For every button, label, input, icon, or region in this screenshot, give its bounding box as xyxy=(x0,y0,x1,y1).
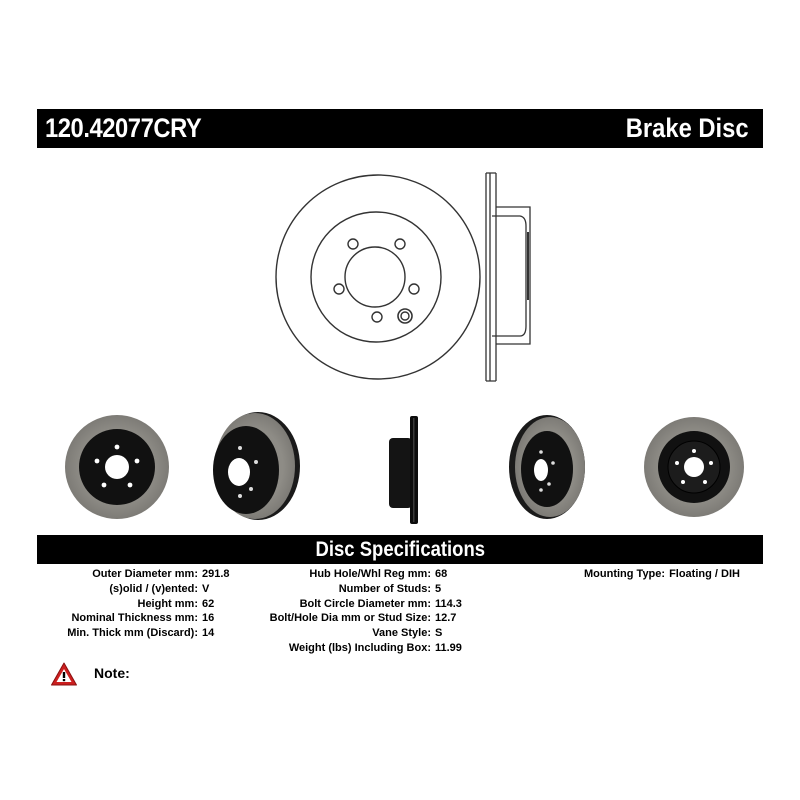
spec-label: Weight (lbs) Including Box: xyxy=(288,641,431,654)
spec-row: Vane Style: S xyxy=(240,626,462,641)
spec-row: Nominal Thickness mm: 16 xyxy=(0,611,230,626)
spec-row: Bolt/Hole Dia mm or Stud Size: 12.7 xyxy=(240,611,462,626)
spec-label: Vane Style: xyxy=(372,627,431,640)
product-type: Brake Disc xyxy=(626,113,749,143)
spec-label: Nominal Thickness mm: xyxy=(71,612,198,625)
spec-row: Number of Studs: 5 xyxy=(240,582,462,597)
specifications-header: Disc Specifications xyxy=(37,535,763,564)
spec-label: Hub Hole/Whl Reg mm: xyxy=(309,568,431,580)
stud-hole-icons xyxy=(333,238,420,323)
spec-label: Mounting Type: xyxy=(584,568,666,580)
spec-label: Bolt/Hole Dia mm or Stud Size: xyxy=(269,612,431,625)
spec-row: (s)olid / (v)ented: V xyxy=(0,582,230,597)
locating-screw-icon xyxy=(397,308,413,324)
spec-value: 12.7 xyxy=(435,612,457,625)
photo-angled-front-view xyxy=(509,415,585,519)
spec-value: 291.8 xyxy=(202,568,230,580)
spec-label: Height mm: xyxy=(137,597,199,610)
spec-row: Hub Hole/Whl Reg mm: 68 xyxy=(240,567,462,582)
spec-label: Outer Diameter mm: xyxy=(92,568,198,580)
spec-label: (s)olid / (v)ented: xyxy=(109,582,198,595)
spec-value: 5 xyxy=(435,582,442,595)
spec-value: Floating / DIH xyxy=(669,568,740,580)
spec-label: Min. Thick mm (Discard): xyxy=(67,627,198,640)
spec-value: 68 xyxy=(435,568,448,580)
spec-column-3: Mounting Type:Floating / DIH xyxy=(584,567,740,582)
specifications-title: Disc Specifications xyxy=(315,538,485,561)
spec-column-1: Outer Diameter mm: 291.8 (s)olid / (v)ent… xyxy=(0,567,230,641)
spec-value: S xyxy=(435,627,443,640)
spec-row: Min. Thick mm (Discard): 14 xyxy=(0,626,230,641)
note-label: Note: xyxy=(94,665,130,681)
photo-side-view xyxy=(389,416,418,524)
spec-row: Mounting Type:Floating / DIH xyxy=(584,567,740,582)
photo-rear-view xyxy=(644,417,744,517)
front-view-drawing xyxy=(275,174,481,380)
spec-value: 62 xyxy=(202,597,215,610)
spec-label: Bolt Circle Diameter mm: xyxy=(299,597,431,610)
spec-row: Bolt Circle Diameter mm: 114.3 xyxy=(240,597,462,612)
spec-row: Height mm:62 xyxy=(0,597,230,612)
spec-value: 11.99 xyxy=(435,641,462,654)
photo-front-view xyxy=(65,415,169,519)
spec-value: 14 xyxy=(202,627,215,640)
spec-value: 16 xyxy=(202,612,215,625)
spec-label: Number of Studs: xyxy=(338,582,431,595)
warning-triangle-icon xyxy=(51,662,77,686)
spec-value: 114.3 xyxy=(435,597,462,610)
part-number: 120.42077CRY xyxy=(45,113,202,143)
photo-angled-rear-view xyxy=(213,412,300,520)
spec-column-2: Hub Hole/Whl Reg mm: 68 Number of Studs: 5… xyxy=(240,567,462,656)
spec-row: Outer Diameter mm: 291.8 xyxy=(0,567,230,582)
spec-value: V xyxy=(202,582,210,595)
title-bar: 120.42077CRY Brake Disc xyxy=(37,109,763,148)
side-view-drawing xyxy=(485,172,531,382)
spec-row: Weight (lbs) Including Box: 11.99 xyxy=(240,641,462,656)
